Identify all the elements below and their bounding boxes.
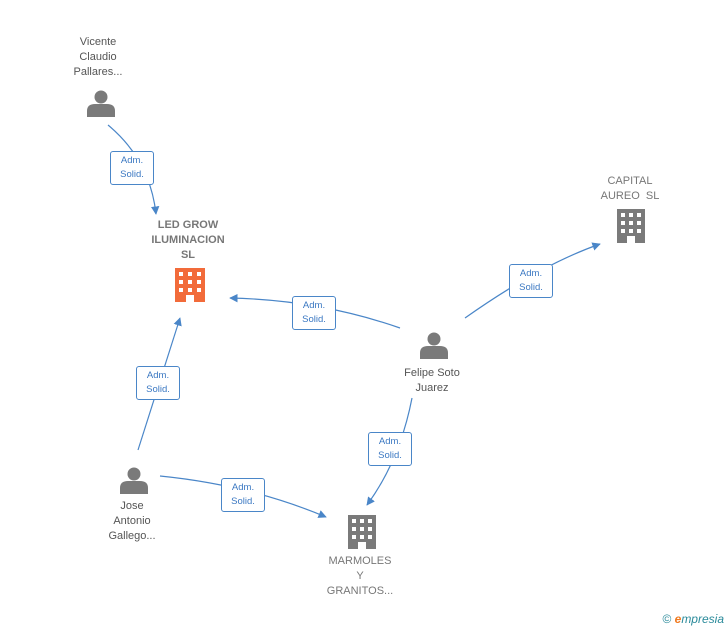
label-line: ILUMINACION [151, 234, 225, 246]
node-label-led-grow[interactable]: LED GROW ILUMINACION SL [128, 218, 248, 263]
person-icon[interactable] [420, 332, 448, 360]
label-line: MARMOLES [328, 555, 392, 567]
brand-logo-letter: e [674, 612, 682, 626]
copyright-icon: © [662, 612, 672, 626]
building-icon[interactable] [348, 515, 376, 549]
edge-label-line: Adm. [231, 482, 255, 493]
label-line: SL [180, 249, 196, 261]
label-line: Vicente [79, 36, 117, 48]
edge-label-line: Solid. [231, 496, 255, 507]
node-label-capital[interactable]: CAPITAL AUREO SL [580, 174, 680, 204]
node-label-vicente[interactable]: Vicente Claudio Pallares... [48, 35, 148, 80]
edge-label-line: Adm. [302, 300, 326, 311]
edge-label-line: Solid. [302, 314, 326, 325]
edge-label-felipe-led[interactable]: Adm. Solid. [292, 296, 336, 330]
brand-logo-text: mpresia [681, 612, 724, 626]
edge-label-felipe-capital[interactable]: Adm. Solid. [509, 264, 553, 298]
edge-label-line: Adm. [519, 268, 543, 279]
edge-label-line: Solid. [146, 384, 170, 395]
edge-label-line: Adm. [146, 370, 170, 381]
label-line: Pallares... [73, 66, 123, 78]
label-line: CAPITAL [607, 175, 653, 187]
edge-label-jose-marmoles[interactable]: Adm. Solid. [221, 478, 265, 512]
footer-branding: © empresia [662, 612, 724, 626]
label-line: Antonio [113, 515, 151, 527]
label-line: Jose [120, 500, 144, 512]
label-line: GRANITOS... [326, 585, 394, 597]
label-line: Felipe Soto [404, 367, 460, 379]
label-line: AUREO SL [600, 190, 660, 202]
edge-label-line: Solid. [378, 450, 402, 461]
label-line: Y [356, 570, 364, 582]
person-icon[interactable] [87, 90, 115, 118]
node-label-marmoles[interactable]: MARMOLES Y GRANITOS... [310, 554, 410, 599]
edge-label-line: Adm. [378, 436, 402, 447]
label-line: Claudio [79, 51, 117, 63]
edge-label-line: Adm. [120, 155, 144, 166]
edge-label-felipe-marmoles[interactable]: Adm. Solid. [368, 432, 412, 466]
edge-label-jose-led[interactable]: Adm. Solid. [136, 366, 180, 400]
label-line: LED GROW [157, 219, 219, 231]
person-icon[interactable] [120, 467, 148, 495]
building-icon[interactable] [617, 209, 645, 243]
edge-label-line: Solid. [120, 169, 144, 180]
node-label-jose[interactable]: Jose Antonio Gallego... [82, 499, 182, 544]
label-line: Gallego... [108, 530, 156, 542]
edge-label-vicente-led[interactable]: Adm. Solid. [110, 151, 154, 185]
node-label-felipe[interactable]: Felipe Soto Juarez [382, 366, 482, 396]
label-line: Juarez [415, 382, 449, 394]
edge-label-line: Solid. [519, 282, 543, 293]
building-icon-main[interactable] [175, 268, 205, 302]
